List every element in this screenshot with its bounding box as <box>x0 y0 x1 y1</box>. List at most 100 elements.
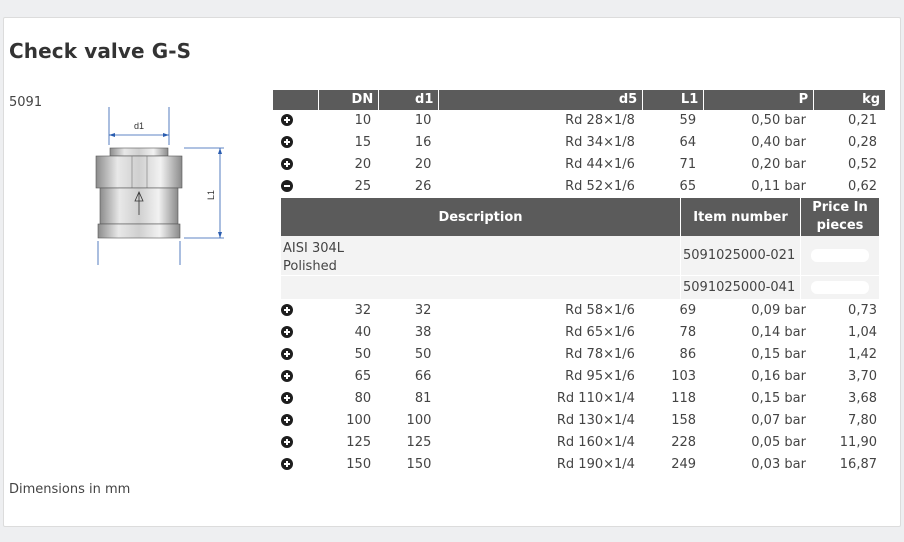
expand-plus-icon[interactable] <box>281 369 293 382</box>
header-dn: DN <box>319 90 380 110</box>
d1-label: d1 <box>134 121 144 131</box>
cell-kg: 16,87 <box>839 457 877 472</box>
cell-l1: 69 <box>679 303 697 318</box>
cell-d1: 125 <box>406 435 432 450</box>
cell-l1: 228 <box>671 435 697 450</box>
expand-toggle[interactable] <box>273 132 319 154</box>
cell-d1: 81 <box>414 391 432 406</box>
header-kg: kg <box>862 92 881 107</box>
header-expand <box>273 90 320 110</box>
l1-label: L1 <box>206 190 216 200</box>
price-placeholder <box>811 281 869 294</box>
expand-plus-icon[interactable] <box>281 135 293 148</box>
expand-plus-icon[interactable] <box>281 391 293 404</box>
cell-d5: Rd 110×1/4 <box>556 391 635 406</box>
cell-p: 0,15 bar <box>751 391 806 406</box>
cell-dn: 20 <box>354 157 372 172</box>
expand-plus-icon[interactable] <box>281 413 293 426</box>
cell-l1: 86 <box>679 347 697 362</box>
cell-kg: 11,90 <box>839 435 877 450</box>
cell-d1: 20 <box>414 157 432 172</box>
cell-dn: 40 <box>354 325 372 340</box>
cell-kg: 1,42 <box>848 347 877 362</box>
expand-toggle[interactable] <box>273 154 319 176</box>
expand-toggle[interactable] <box>273 176 319 198</box>
cell-l1: 118 <box>671 391 697 406</box>
article-number: 5091 <box>9 95 43 110</box>
expand-plus-icon[interactable] <box>281 157 293 170</box>
expand-plus-icon[interactable] <box>281 435 293 448</box>
subheader-description: Description <box>281 198 681 236</box>
expand-toggle[interactable] <box>273 410 319 432</box>
cell-kg: 7,80 <box>848 413 877 428</box>
table-header: DN d1 d5 L1 P kg <box>273 90 885 110</box>
variant-row[interactable]: 5091025000-041 <box>281 276 879 300</box>
expand-toggle[interactable] <box>273 454 319 476</box>
cell-d1: 66 <box>414 369 432 384</box>
cell-dn: 25 <box>354 179 372 194</box>
expand-toggle[interactable] <box>273 388 319 410</box>
cell-dn: 125 <box>346 435 372 450</box>
cell-p: 0,40 bar <box>751 135 806 150</box>
collapse-minus-icon[interactable] <box>281 179 293 192</box>
cell-p: 0,11 bar <box>751 179 806 194</box>
cell-d5: Rd 58×1/6 <box>565 303 635 318</box>
cell-d5: Rd 44×1/6 <box>565 157 635 172</box>
expand-plus-icon[interactable] <box>281 325 293 338</box>
header-d1: d1 <box>379 90 440 110</box>
cell-l1: 65 <box>679 179 697 194</box>
cell-d1: 16 <box>414 135 432 150</box>
cell-d5: Rd 78×1/6 <box>565 347 635 362</box>
cell-p: 0,16 bar <box>751 369 806 384</box>
cell-dn: 150 <box>346 457 372 472</box>
page-title: Check valve G-S <box>9 39 192 63</box>
cell-kg: 1,04 <box>848 325 877 340</box>
cell-l1: 103 <box>671 369 697 384</box>
cell-dn: 100 <box>346 413 372 428</box>
expand-toggle[interactable] <box>273 432 319 454</box>
cell-p: 0,14 bar <box>751 325 806 340</box>
variant-price <box>801 236 879 275</box>
expand-toggle[interactable] <box>273 344 319 366</box>
cell-dn: 65 <box>354 369 372 384</box>
cell-l1: 64 <box>679 135 697 150</box>
cell-d1: 100 <box>406 413 432 428</box>
cell-kg: 0,21 <box>848 113 877 128</box>
expand-toggle[interactable] <box>273 110 319 132</box>
cell-d1: 38 <box>414 325 432 340</box>
expand-plus-icon[interactable] <box>281 113 293 126</box>
expand-toggle[interactable] <box>273 300 319 322</box>
expand-toggle[interactable] <box>273 366 319 388</box>
expand-plus-icon[interactable] <box>281 303 293 316</box>
cell-d5: Rd 95×1/6 <box>565 369 635 384</box>
expand-plus-icon[interactable] <box>281 347 293 360</box>
cell-l1: 59 <box>679 113 697 128</box>
header-l1: L1 <box>643 90 705 110</box>
cell-dn: 80 <box>354 391 372 406</box>
cell-d1: 32 <box>414 303 432 318</box>
expand-toggle[interactable] <box>273 322 319 344</box>
cell-d1: 50 <box>414 347 432 362</box>
cell-p: 0,03 bar <box>751 457 806 472</box>
expand-plus-icon[interactable] <box>281 457 293 470</box>
cell-l1: 158 <box>671 413 697 428</box>
product-drawing: d1 L1 d5 <box>95 107 224 265</box>
cell-l1: 78 <box>679 325 697 340</box>
